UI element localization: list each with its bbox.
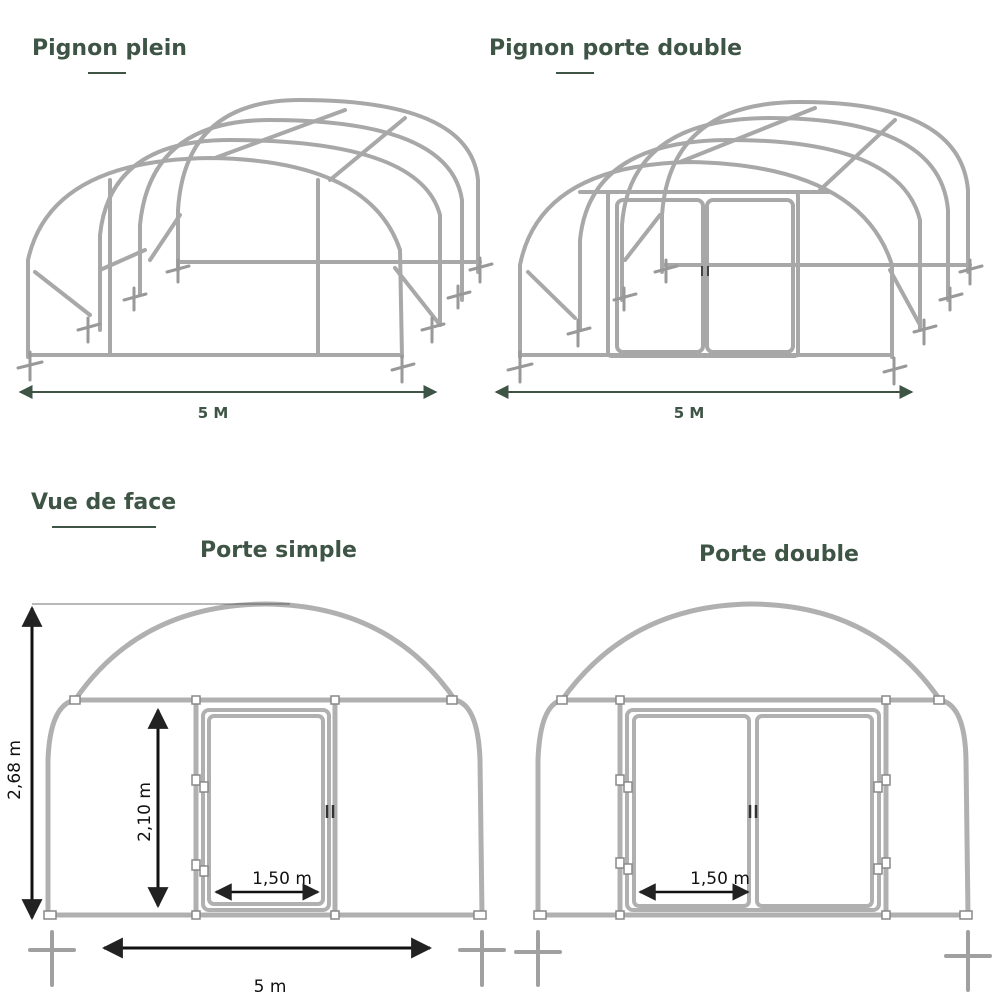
double-door-handle [748,805,758,818]
double-door-3d-handles [701,266,709,276]
front-ground-stakes-right [514,930,992,992]
heading-underline [88,72,126,74]
height-label: 2,68 m [5,740,25,800]
single-door-hinges [43,695,487,920]
greenhouse-3d-pignon-plein [26,97,482,359]
height-dimension: 2,68 m [5,603,290,921]
heading-porte-double: Porte double [699,542,859,567]
greenhouse-3d-pignon-porte-double [518,99,972,359]
length-label: 5 M [198,404,229,422]
double-door-hinges [533,695,973,920]
front-view-porte-double [535,601,971,918]
length-dimension-right: 5 M [494,385,914,422]
single-door-front [201,708,331,912]
heading-underline [52,526,156,528]
heading-vue-de-face: Vue de face [31,490,177,515]
door-height-dimension: 2,10 m [135,707,169,909]
length-dimension-left: 5 M [18,385,438,422]
door-height-label: 2,10 m [135,782,155,842]
door-width-dimension-simple: 1,50 m [214,869,320,901]
single-door-handle [325,805,335,818]
heading-pignon-porte-double: Pignon porte double [489,36,743,61]
door-width-label: 1,50 m [252,869,312,889]
door-width-label: 1,50 m [690,869,750,889]
door-width-dimension-double: 1,50 m [638,869,750,901]
ground-stakes-right [506,258,984,386]
width-dimension-front: 5 m [101,937,433,997]
heading-porte-simple: Porte simple [200,538,357,563]
length-label: 5 M [674,404,705,422]
heading-pignon-plein: Pignon plein [32,36,187,61]
heading-underline [556,72,594,74]
double-door-front [625,708,881,912]
front-ground-stakes-left [28,930,506,987]
width-label: 5 m [254,977,287,997]
ground-stakes-left [16,256,494,384]
